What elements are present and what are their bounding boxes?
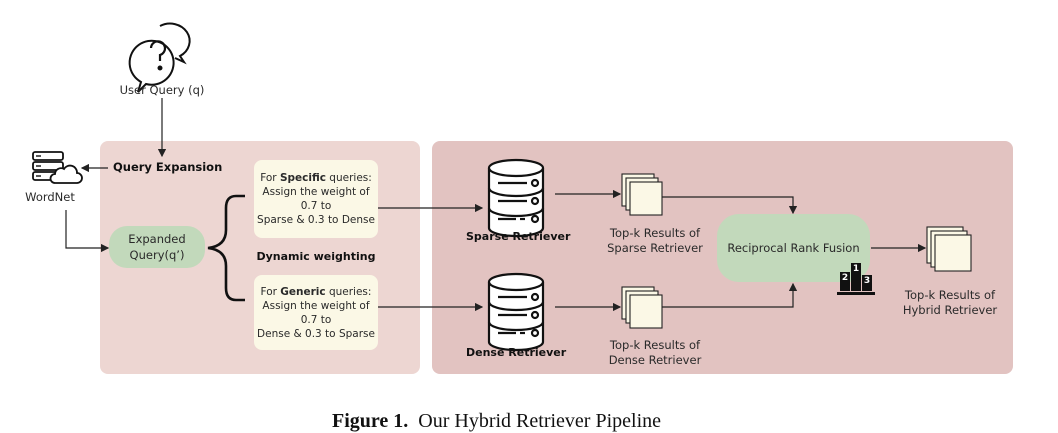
database-icon — [487, 272, 545, 352]
podium-second: 2 — [840, 272, 850, 291]
podium-third: 3 — [862, 275, 872, 291]
specific-suffix: queries: — [325, 172, 372, 184]
generic-weight-line1: For Generic queries: — [254, 285, 378, 299]
hybrid-results-line2: Hybrid Retriever — [902, 303, 998, 317]
query-expansion-label: Query Expansion — [113, 160, 223, 174]
podium-first: 1 — [851, 263, 861, 291]
specific-keyword: Specific — [279, 172, 326, 184]
expanded-query-node: Expanded Query(q’) — [109, 226, 205, 268]
generic-weight-box: For Generic queries: Assign the weight o… — [254, 275, 378, 350]
dense-results-line1: Top-k Results of — [609, 338, 701, 352]
specific-weight-line1: For Specific queries: — [254, 171, 378, 185]
sparse-results-label: Top-k Results of Sparse Retriever — [595, 226, 715, 256]
database-icon — [487, 158, 545, 238]
expanded-query-line2: Query(q’) — [129, 248, 185, 262]
figure-caption: Figure 1. Our Hybrid Retriever Pipeline — [332, 410, 661, 433]
figure-number: Figure 1. — [332, 410, 409, 432]
rrf-label: Reciprocal Rank Fusion — [727, 241, 860, 255]
generic-weight-line3: Dense & 0.3 to Sparse — [257, 327, 375, 340]
dense-results-label: Top-k Results of Dense Retriever — [595, 338, 715, 368]
sparse-retriever-label: Sparse Retriever — [466, 230, 571, 243]
arrow-wordnet-to-expanded — [65, 210, 110, 253]
question-chat-icon — [128, 22, 191, 93]
wordnet-label: WordNet — [25, 190, 75, 204]
generic-weight-line2: Assign the weight of 0.7 to — [262, 299, 370, 326]
dynamic-weighting-brace — [207, 194, 245, 302]
arrow-sparse-results-to-rrf — [662, 196, 798, 215]
dense-results-line2: Dense Retriever — [608, 353, 702, 367]
hybrid-results-line1: Top-k Results of — [904, 288, 996, 302]
generic-suffix: queries: — [325, 285, 372, 298]
dense-retriever-label: Dense Retriever — [466, 346, 567, 359]
dynamic-weighting-label: Dynamic weighting — [256, 250, 376, 263]
hybrid-results-label: Top-k Results of Hybrid Retriever — [890, 288, 1010, 318]
podium-base — [837, 292, 875, 295]
arrow-dense-results-to-rrf — [662, 282, 798, 308]
documents-stack-icon — [926, 226, 972, 272]
generic-keyword: Generic — [280, 285, 326, 298]
figure-title: Our Hybrid Retriever Pipeline — [418, 410, 662, 432]
generic-prefix: For — [260, 285, 281, 298]
specific-weight-box: For Specific queries: Assign the weight … — [254, 160, 378, 238]
specific-prefix: For — [260, 172, 280, 184]
specific-weight-line2: Assign the weight of 0.7 to — [262, 186, 370, 212]
documents-stack-icon — [621, 173, 663, 216]
specific-weight-line3: Sparse & 0.3 to Dense — [257, 214, 375, 226]
sparse-results-line2: Sparse Retriever — [607, 241, 703, 255]
user-query-label: User Query (q) — [119, 83, 205, 97]
server-cloud-icon — [32, 151, 83, 184]
rrf-node: Reciprocal Rank Fusion — [717, 214, 870, 282]
documents-stack-icon — [621, 286, 663, 329]
expanded-query-line1: Expanded — [128, 232, 186, 246]
sparse-results-line1: Top-k Results of — [609, 226, 701, 240]
podium-icon: 2 1 3 — [837, 260, 877, 296]
